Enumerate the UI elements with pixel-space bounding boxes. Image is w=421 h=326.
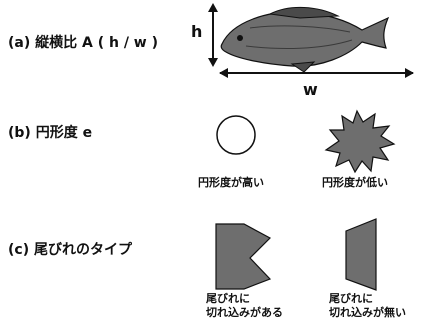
height-label: h bbox=[191, 22, 203, 41]
caption-notched-tail: 尾びれに 切れ込みがある bbox=[206, 292, 283, 320]
caption-low-circularity: 円形度が低い bbox=[322, 176, 388, 189]
label-tail-type: (c) 尾びれのタイプ bbox=[8, 242, 132, 258]
caption-straight-tail: 尾びれに 切れ込みが無い bbox=[329, 292, 406, 320]
caption-straight-line1: 尾びれに bbox=[329, 292, 373, 305]
caption-notched-line2: 切れ込みがある bbox=[206, 306, 283, 319]
label-aspect-ratio: (a) 縦横比 A ( h / w ) bbox=[8, 35, 159, 51]
width-label: w bbox=[303, 80, 318, 99]
label-circularity: (b) 円形度 e bbox=[8, 125, 93, 141]
caption-straight-line2: 切れ込みが無い bbox=[329, 306, 406, 319]
caption-high-circularity: 円形度が高い bbox=[198, 176, 264, 189]
caption-notched-line1: 尾びれに bbox=[206, 292, 250, 305]
